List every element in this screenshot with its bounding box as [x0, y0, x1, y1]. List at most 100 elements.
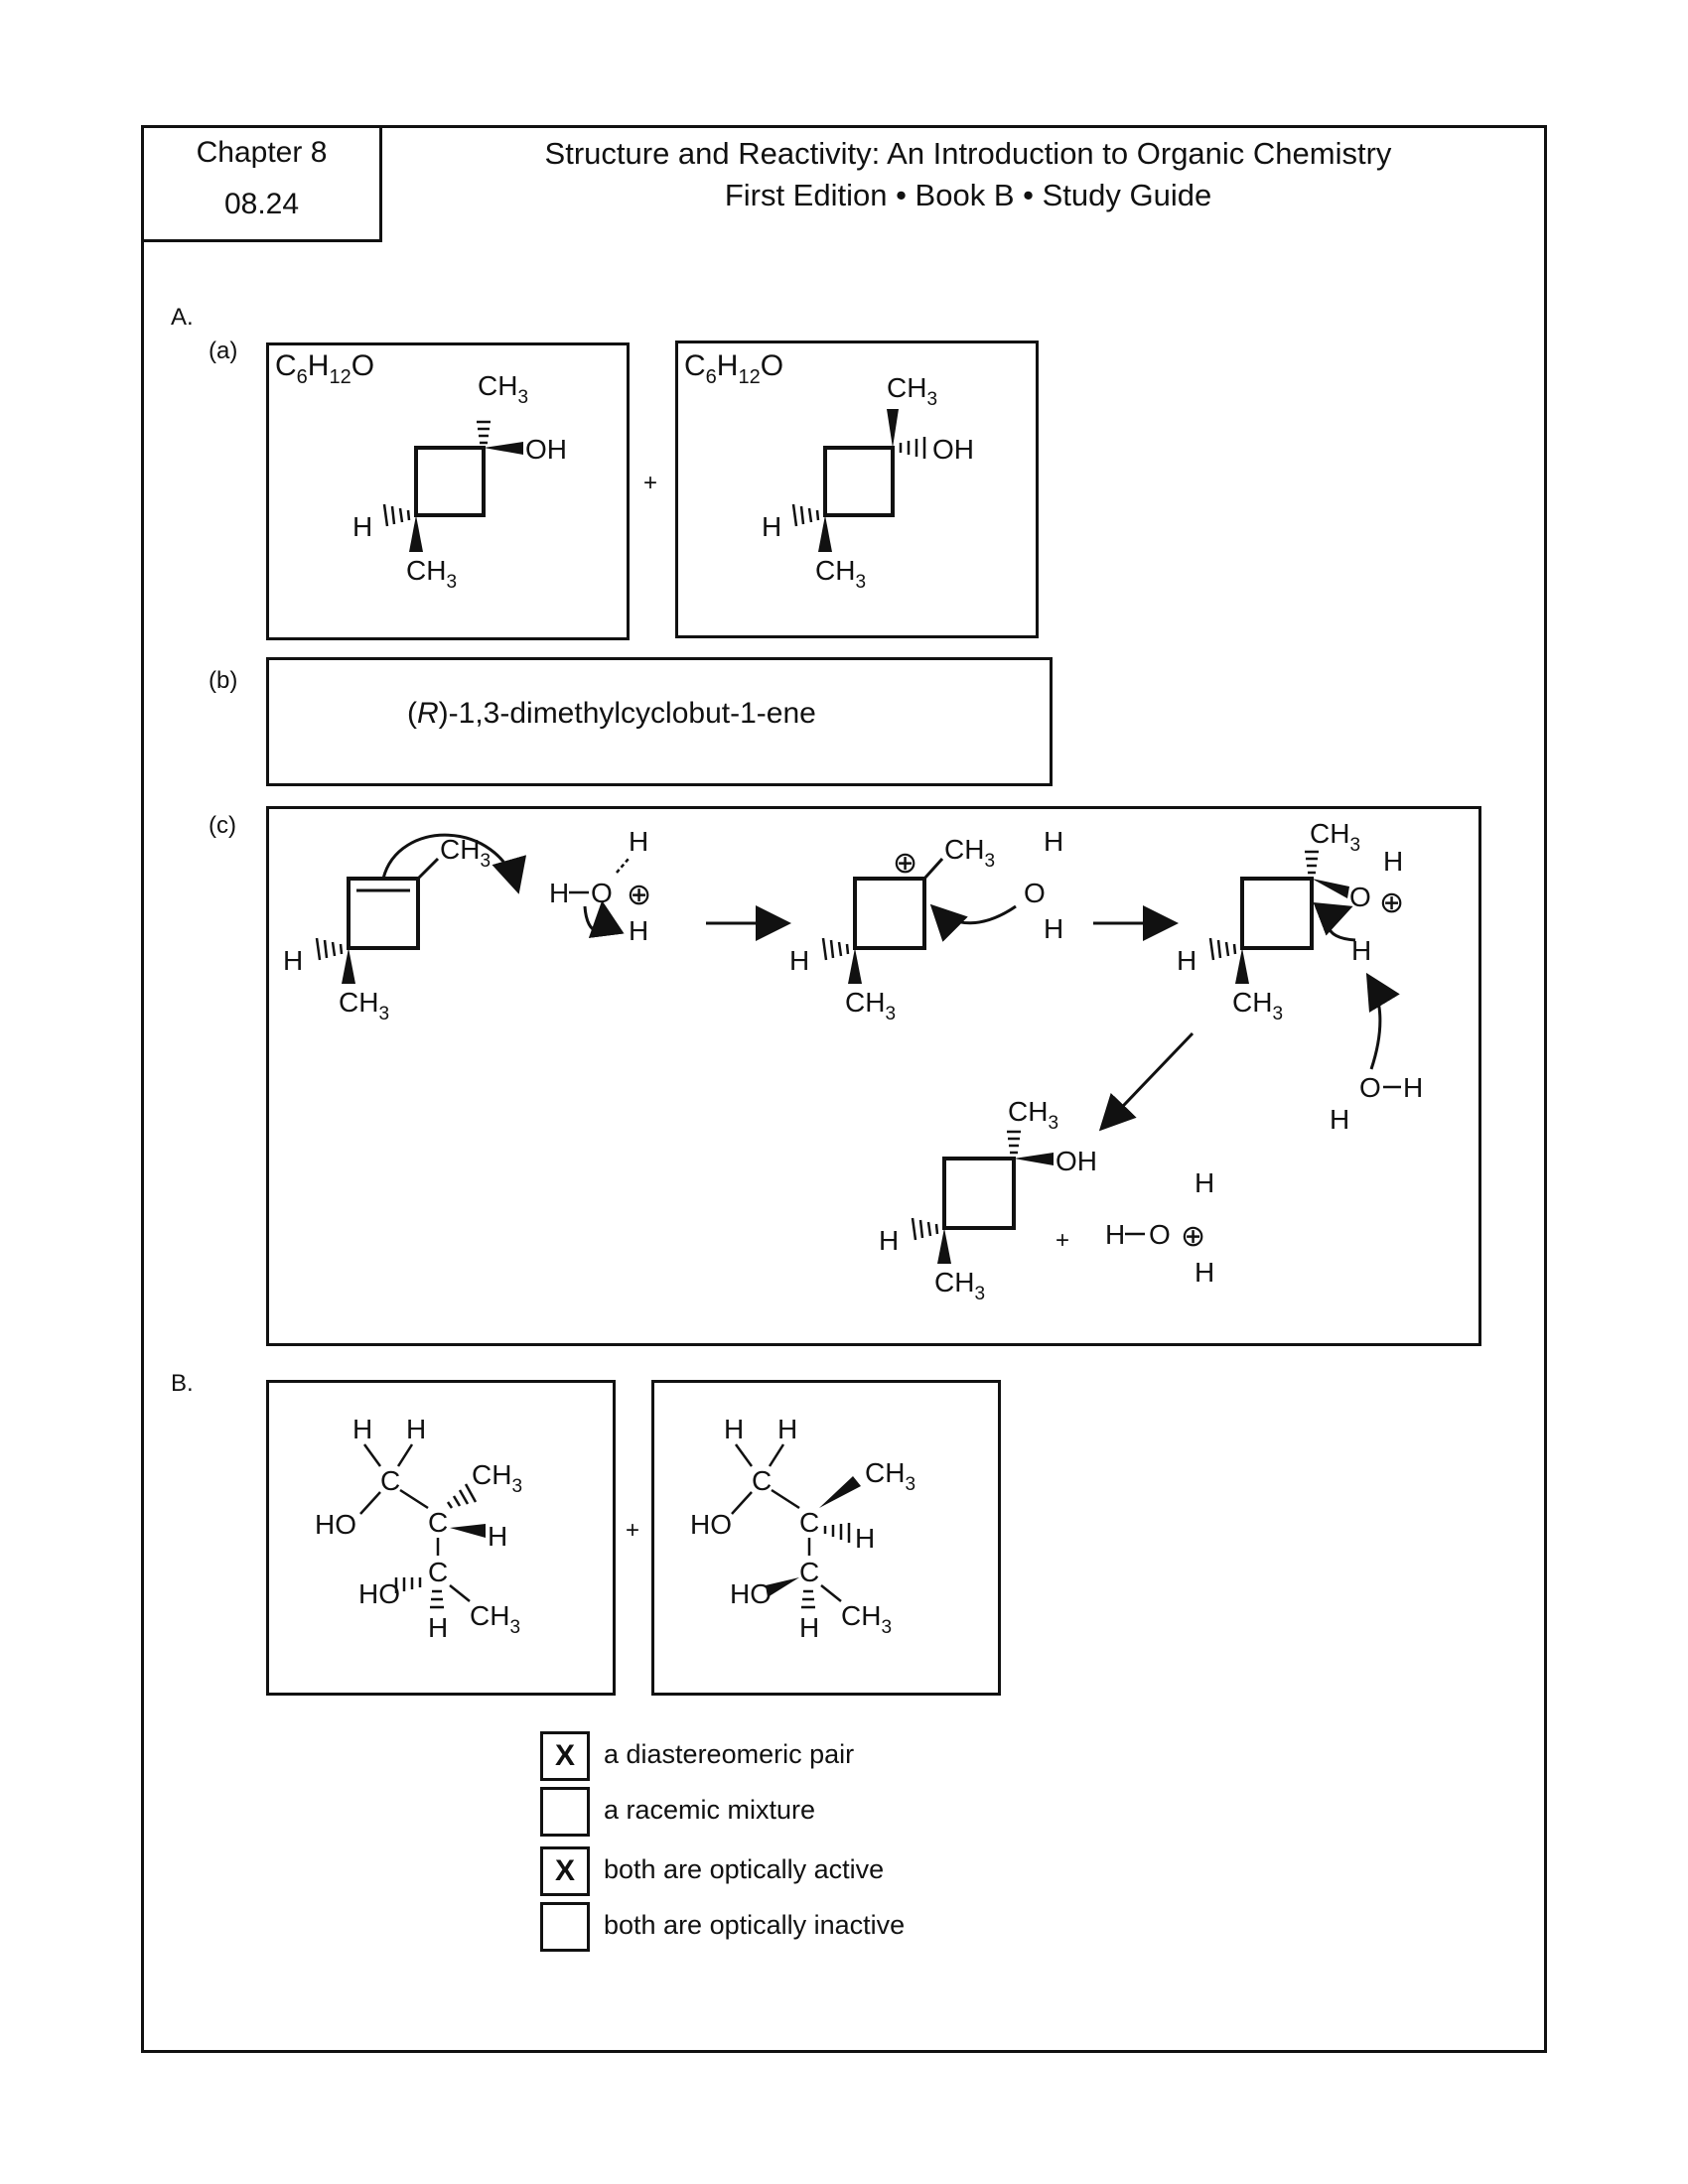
hydronium-h-left: H	[549, 878, 569, 908]
svg-text:HO: HO	[358, 1578, 400, 1609]
base-h-bottom: H	[1330, 1104, 1349, 1135]
compound-name: (R)-1,3-dimethylcyclobut-1-ene	[407, 697, 816, 730]
svg-text:H: H	[855, 1523, 875, 1554]
svg-text:C: C	[799, 1507, 819, 1538]
structure-cyclobutanol-2: C6H12O CH3 OH H CH3	[684, 349, 974, 593]
svg-text:H: H	[406, 1414, 426, 1444]
product-hydronium-h-bottom: H	[1195, 1257, 1214, 1288]
svg-text:C: C	[380, 1465, 400, 1496]
structure-cyclobutanol-1: C6H12O CH3 OH H CH3	[275, 349, 567, 593]
section-b-structure-box-1: H H C HO C CH3 H C HO CH3 H	[266, 1380, 616, 1696]
plus-sign-b: +	[626, 1517, 640, 1544]
chapter-label: Chapter 8	[196, 136, 328, 169]
part-c-label: (c)	[209, 812, 236, 839]
hydronium-h-top: H	[629, 826, 648, 857]
group-h: H	[352, 511, 372, 542]
oxonium-charge: ⊕	[1379, 887, 1404, 919]
group-ch3-bottom: CH3	[406, 555, 457, 593]
oxonium-h-left: H	[1177, 945, 1196, 976]
base-o: O	[1359, 1072, 1381, 1103]
carbocation-h: H	[789, 945, 809, 976]
reactant-h: H	[283, 945, 303, 976]
product-h: H	[879, 1225, 899, 1256]
book-title: Structure and Reactivity: An Introductio…	[544, 136, 1392, 171]
option-label: both are optically active	[604, 1854, 885, 1884]
checkbox-diastereomeric-pair[interactable]: X	[540, 1731, 590, 1781]
svg-text:H: H	[428, 1612, 448, 1643]
header: Structure and Reactivity: An Introductio…	[397, 133, 1539, 216]
oxonium-o: O	[1349, 882, 1371, 912]
section-b-label: B.	[171, 1370, 194, 1397]
option-label: a racemic mixture	[604, 1795, 816, 1825]
svg-text:C: C	[799, 1557, 819, 1587]
svg-text:H: H	[352, 1414, 372, 1444]
section-b-structure-box-2: H H C HO C CH3 H C HO CH3 H	[651, 1380, 1001, 1696]
svg-text:HO: HO	[690, 1509, 732, 1540]
hydronium-o: O	[591, 878, 613, 908]
part-a-product-box-2: C6H12O CH3 OH H CH3	[675, 341, 1039, 638]
svg-text:HO: HO	[730, 1578, 772, 1609]
product-ch3: CH3	[1008, 1096, 1058, 1134]
oxonium-ch3: CH3	[1310, 818, 1360, 856]
option-label: a diastereomeric pair	[604, 1739, 855, 1769]
svg-text:H: H	[799, 1612, 819, 1643]
diol-structure-2: H H C HO C CH3 H C HO CH3 H	[690, 1414, 915, 1643]
hydronium-h-bottom: H	[629, 915, 648, 946]
reactant-ch3: CH3	[440, 834, 491, 872]
svg-text:CH3: CH3	[470, 1600, 520, 1638]
svg-text:C: C	[428, 1507, 448, 1538]
part-b-label: (b)	[209, 667, 238, 694]
product-ch3-bottom: CH3	[934, 1267, 985, 1304]
checkbox-racemic-mixture[interactable]	[540, 1787, 590, 1837]
mechanism-diagram: CH3 H CH3 H H O ⊕ H ⊕ CH3 H CH3 H	[283, 818, 1423, 1304]
checkbox-optically-inactive[interactable]	[540, 1902, 590, 1952]
problem-number: 08.24	[223, 188, 300, 220]
oxonium-h-bottom: H	[1351, 935, 1371, 966]
page-frame	[141, 125, 1547, 2053]
plus-sign-a: +	[643, 470, 658, 496]
water-h-bottom: H	[1044, 913, 1063, 944]
water-h-top: H	[1044, 826, 1063, 857]
oxonium-h-top: H	[1383, 846, 1403, 877]
part-c-mechanism-box: CH3 H CH3 H H O ⊕ H ⊕ CH3 H CH3 H	[266, 806, 1481, 1346]
svg-text:C: C	[752, 1465, 772, 1496]
carbocation-charge: ⊕	[893, 847, 917, 880]
svg-text:CH3: CH3	[472, 1459, 522, 1497]
product-hydronium-charge: ⊕	[1181, 1220, 1205, 1253]
svg-text:CH3: CH3	[841, 1600, 892, 1638]
svg-text:HO: HO	[315, 1509, 356, 1540]
carbocation-ch3-bottom: CH3	[845, 987, 896, 1024]
diol-structure-1: H H C HO C CH3 H C HO CH3 H	[315, 1414, 522, 1643]
part-b-answer-box	[266, 657, 1053, 786]
product-oh: OH	[1055, 1146, 1097, 1176]
formula: C6H12O	[275, 349, 374, 388]
product-hydronium-h-left: H	[1105, 1219, 1125, 1250]
svg-text:H: H	[488, 1521, 507, 1552]
svg-text:CH3: CH3	[865, 1457, 915, 1495]
group-oh: OH	[525, 434, 567, 465]
reactant-ch3-bottom: CH3	[339, 987, 389, 1024]
group-h: H	[762, 511, 781, 542]
checkbox-optically-active[interactable]: X	[540, 1846, 590, 1896]
chapter-box: Chapter 8 08.24	[141, 125, 382, 242]
oxonium-ch3-bottom: CH3	[1232, 987, 1283, 1024]
group-ch3-bottom: CH3	[815, 555, 866, 593]
book-subtitle: First Edition • Book B • Study Guide	[724, 178, 1212, 212]
option-label: both are optically inactive	[604, 1910, 906, 1940]
group-ch3-top: CH3	[887, 372, 937, 410]
product-hydronium-h-top: H	[1195, 1167, 1214, 1198]
svg-text:H: H	[777, 1414, 797, 1444]
part-a-label: (a)	[209, 338, 238, 364]
group-oh: OH	[932, 434, 974, 465]
section-a-label: A.	[171, 304, 194, 331]
svg-text:H: H	[724, 1414, 744, 1444]
hydronium-charge: ⊕	[627, 879, 651, 911]
product-plus: +	[1055, 1227, 1069, 1254]
carbocation-ch3: CH3	[944, 834, 995, 872]
formula: C6H12O	[684, 349, 783, 388]
svg-text:C: C	[428, 1557, 448, 1587]
product-hydronium-o: O	[1149, 1219, 1171, 1250]
base-h-right: H	[1403, 1072, 1423, 1103]
group-ch3-top: CH3	[478, 370, 528, 408]
part-a-product-box-1: C6H12O CH3 OH H CH3	[266, 342, 630, 640]
